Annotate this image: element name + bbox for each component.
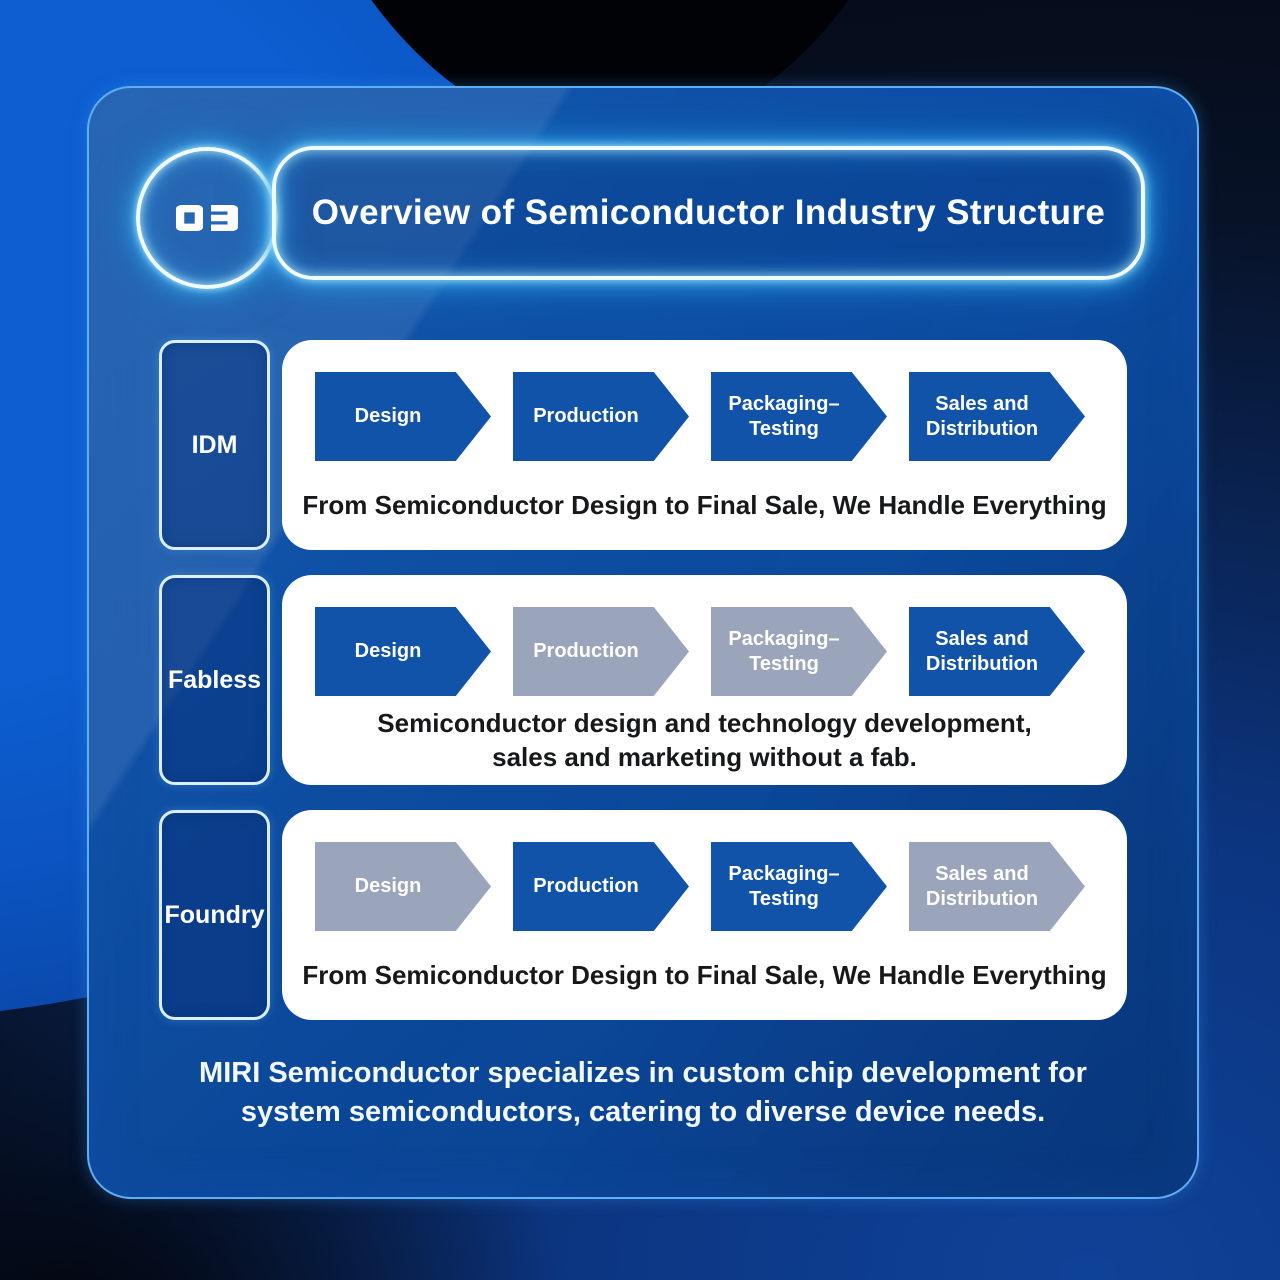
row-label-idm: IDM: [159, 340, 270, 550]
row-card: Design Production Packaging–Testing Sale…: [282, 810, 1127, 1020]
slide-number-digit-0: [176, 205, 203, 231]
industry-rows: IDM Design Production Packaging–Testing …: [159, 340, 1127, 1045]
footer-line-1: MIRI Semiconductor specializes in custom…: [199, 1057, 1087, 1089]
industry-row-foundry: Foundry Design Production Packaging–Test…: [159, 810, 1127, 1020]
industry-row-fabless: Fabless Design Production Packaging–Test…: [159, 575, 1127, 785]
row-card: Design Production Packaging–Testing Sale…: [282, 575, 1127, 785]
step-chevron-design: Design: [315, 842, 491, 931]
industry-row-idm: IDM Design Production Packaging–Testing …: [159, 340, 1127, 550]
step-chevron-production: Production: [513, 842, 689, 931]
step-chevron-production: Production: [513, 607, 689, 696]
step-chevron-packaging-testing: Packaging–Testing: [711, 372, 887, 461]
row-label-foundry: Foundry: [159, 810, 270, 1020]
step-chevron-design: Design: [315, 372, 491, 461]
row-caption: Semiconductor design and technology deve…: [377, 708, 1032, 772]
step-chevron-packaging-testing: Packaging–Testing: [711, 607, 887, 696]
main-panel: Overview of Semiconductor Industry Struc…: [87, 86, 1199, 1199]
row-label-fabless: Fabless: [159, 575, 270, 785]
row-caption: From Semiconductor Design to Final Sale,…: [302, 959, 1107, 990]
footer-text: MIRI Semiconductor specializes in custom…: [89, 1054, 1197, 1131]
process-steps: Design Production Packaging–Testing Sale…: [315, 842, 1127, 931]
page-title: Overview of Semiconductor Industry Struc…: [311, 193, 1106, 232]
footer-line-2: system semiconductors, catering to diver…: [240, 1095, 1046, 1128]
process-steps: Design Production Packaging–Testing Sale…: [315, 372, 1127, 461]
slide-number-badge: [136, 147, 278, 289]
step-chevron-production: Production: [513, 372, 689, 461]
row-card: Design Production Packaging–Testing Sale…: [282, 340, 1127, 550]
step-chevron-packaging-testing: Packaging–Testing: [711, 842, 887, 931]
slide-number-digit-3: [211, 205, 238, 231]
process-steps: Design Production Packaging–Testing Sale…: [315, 607, 1127, 696]
step-chevron-design: Design: [315, 607, 491, 696]
row-caption: From Semiconductor Design to Final Sale,…: [302, 489, 1107, 520]
title-box: Overview of Semiconductor Industry Struc…: [272, 146, 1145, 280]
